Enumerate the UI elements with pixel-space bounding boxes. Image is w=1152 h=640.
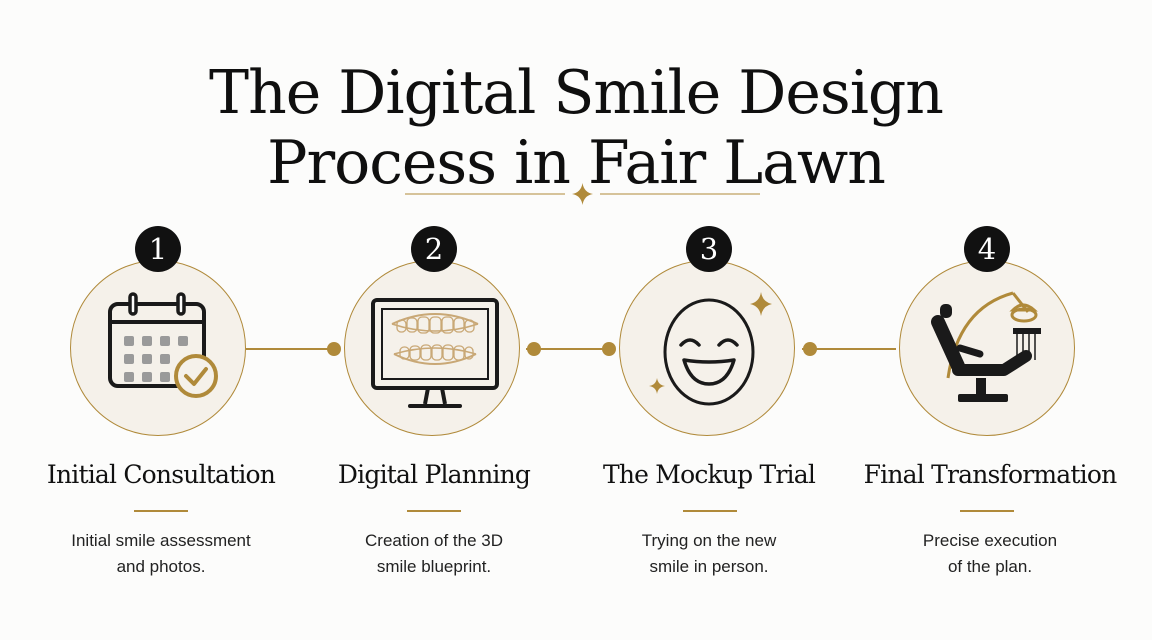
- step-number-badge: 1: [135, 226, 181, 272]
- connector-dot: [527, 342, 541, 356]
- smiling-face-icon: [649, 292, 772, 406]
- step-number-badge: 4: [964, 226, 1010, 272]
- step-title: Digital Planning: [337, 460, 531, 489]
- connector-2-3: [526, 348, 610, 350]
- step-description: Trying on the new smile in person.: [641, 531, 777, 576]
- step-description: Precise execution of the plan.: [922, 531, 1058, 576]
- page-title: The Digital Smile Design Process in Fair…: [0, 58, 1152, 198]
- title-line-2: Process in Fair Lawn: [267, 128, 886, 199]
- dental-chair-icon: [931, 291, 1041, 402]
- step-4: 4 Final Transformation Precise execution…: [860, 0, 1120, 640]
- step-description: Initial smile assessment and photos.: [71, 531, 251, 576]
- step-circle: [70, 260, 246, 436]
- step-number-badge: 2: [411, 226, 457, 272]
- step-title: The Mockup Trial: [602, 460, 816, 489]
- connector-3-4: [802, 348, 896, 350]
- title-line-1: The Digital Smile Design: [209, 58, 944, 129]
- step-underline: [407, 510, 461, 512]
- step-circle: [899, 260, 1075, 436]
- sparkle-icon: [572, 183, 593, 205]
- connector-dot: [602, 342, 616, 356]
- step-title: Final Transformation: [863, 460, 1118, 489]
- step-underline: [134, 510, 188, 512]
- connector-dot: [803, 342, 817, 356]
- step-description: Creation of the 3D smile blueprint.: [365, 531, 503, 576]
- step-circle: [619, 260, 795, 436]
- step-number-badge: 3: [686, 226, 732, 272]
- step-1: 1 Initial Consultation Initial smile ass…: [31, 0, 291, 640]
- connector-dot: [327, 342, 341, 356]
- calendar-check-icon: [108, 292, 218, 398]
- title-divider: [405, 183, 760, 205]
- step-title: Initial Consultation: [46, 460, 276, 489]
- step-3: 3 The Mockup Trial Trying on the new smi…: [579, 0, 839, 640]
- connector-1-2: [246, 348, 338, 350]
- step-underline: [960, 510, 1014, 512]
- monitor-teeth-icon: [371, 298, 499, 408]
- step-2: 2 Digital Planning: [304, 0, 564, 640]
- step-underline: [683, 510, 737, 512]
